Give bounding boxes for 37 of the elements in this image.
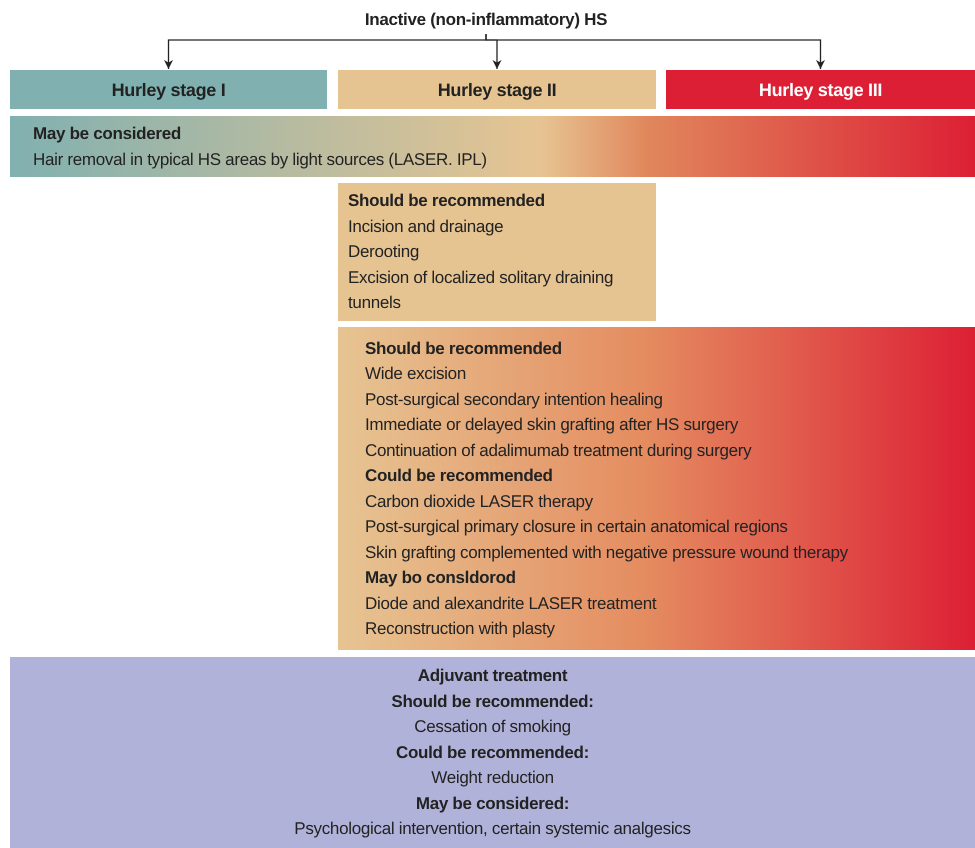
- treatment-item: Hair removal in typical HS areas by light sources (LASER. IPL): [33, 148, 487, 170]
- treatment-item: Continuation of adalimumab treatment during surgery: [365, 440, 752, 462]
- stage-box: [10, 70, 327, 109]
- treatment-item: Post-surgical primary closure in certain anatomical regions: [365, 516, 788, 538]
- treatment-item: Skin grafting complemented with negative pressure wound therapy: [365, 542, 848, 564]
- section-heading: Should be recommended:: [391, 690, 594, 713]
- section-heading: Hurley stage II: [438, 78, 556, 100]
- treatment-item: Cessation of smoking: [414, 716, 571, 738]
- section-heading: Should be recommended: [365, 338, 562, 360]
- treatment-box: [338, 183, 656, 321]
- treatment-item: Diode and alexandrite LASER treatment: [365, 592, 656, 614]
- treatment-item: Weight reduction: [431, 767, 554, 790]
- adjuvant-box: [10, 657, 975, 848]
- arrow: [485, 34, 826, 69]
- treatment-item: Derooting: [348, 241, 420, 264]
- treatment-box: [338, 327, 975, 650]
- stage-box: [338, 70, 656, 109]
- treatment-item: Carbon dioxide LASER therapy: [365, 490, 593, 512]
- treatment-item: Psychological intervention, certain systemic analgesics: [294, 818, 691, 840]
- heading-text: Inactive (non-inflammatory) HS: [364, 9, 608, 31]
- treatment-band: [10, 116, 975, 177]
- treatment-item: Reconstruction with plasty: [365, 618, 555, 640]
- section-heading: Hurley stage III: [758, 78, 882, 100]
- treatment-item: Incision and drainage: [348, 216, 504, 238]
- section-heading: May bo consldorod: [365, 567, 516, 589]
- section-heading: Could be recommended:: [396, 742, 589, 764]
- treatment-item: Wide excision: [365, 363, 466, 385]
- section-heading: Adjuvant treatment: [418, 665, 568, 688]
- treatment-item: Post-surgical secondary intention healing: [365, 388, 663, 410]
- section-heading: Could be recommended: [365, 465, 553, 487]
- section-heading: Should be recommended: [348, 190, 545, 212]
- treatment-item: Immediate or delayed skin grafting after HS surgery: [365, 414, 738, 436]
- section-heading: Hurley stage I: [112, 78, 226, 100]
- treatment-item: Excision of localized solitary draining tunnels: [348, 266, 614, 314]
- stage-box: [666, 70, 975, 109]
- section-heading: May be considered: [33, 123, 181, 145]
- section-heading: May be considered:: [416, 792, 570, 815]
